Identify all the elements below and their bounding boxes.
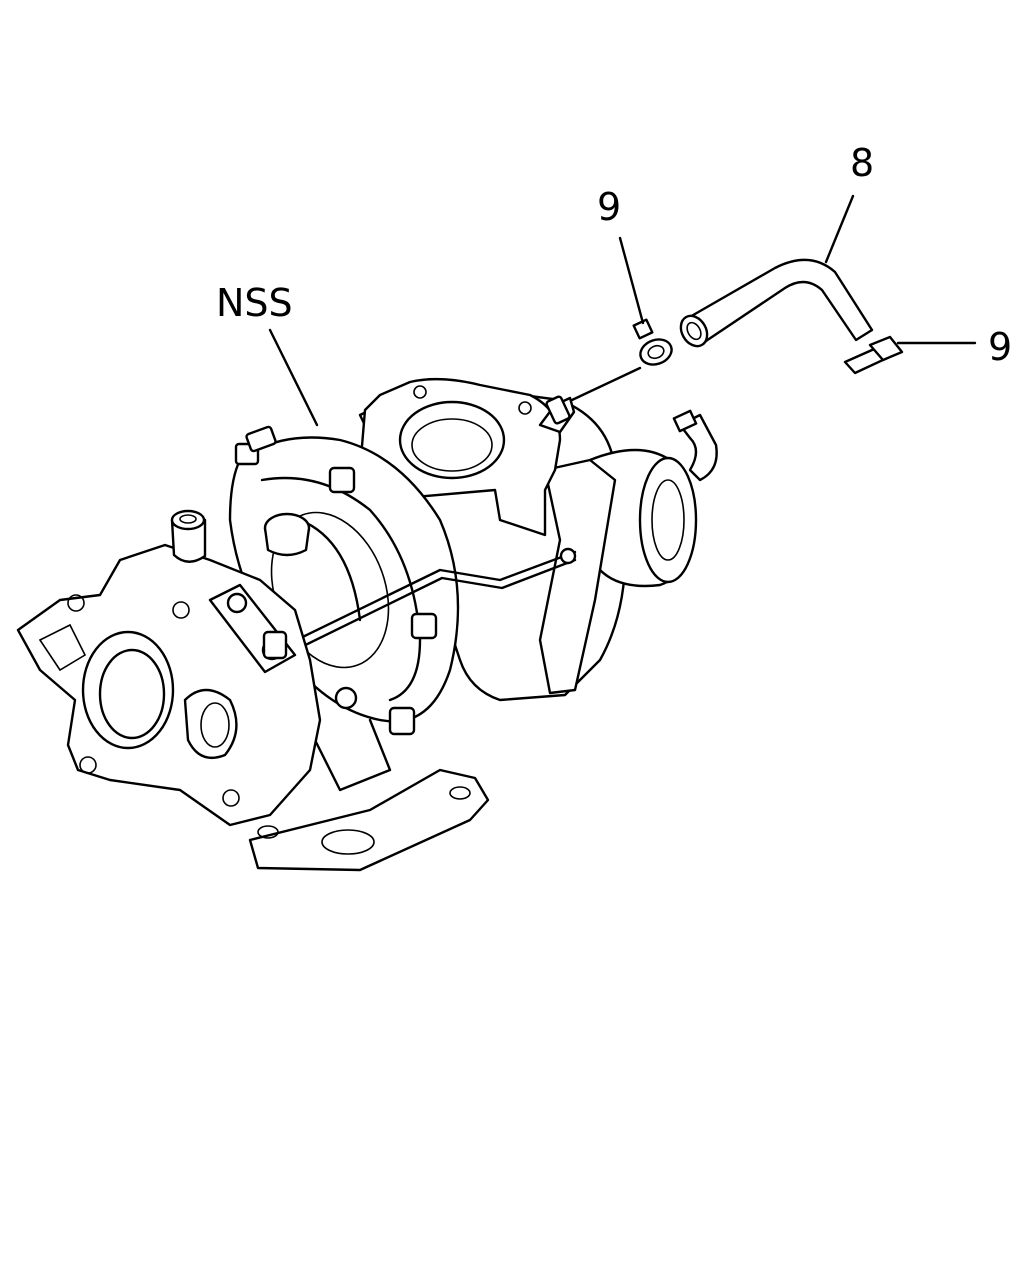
leader-nss bbox=[268, 328, 319, 427]
callout-clip-right: 9 bbox=[988, 325, 1012, 369]
callout-nss: NSS bbox=[216, 281, 293, 325]
callout-hose: 8 bbox=[850, 141, 874, 185]
hose-drawing bbox=[679, 258, 874, 348]
leader-hose bbox=[824, 194, 855, 264]
turbocharger-drawing bbox=[16, 377, 718, 872]
leader-clip-left bbox=[618, 236, 645, 325]
callout-clip-left: 9 bbox=[597, 185, 621, 229]
clip-left-drawing bbox=[632, 318, 673, 366]
clip-right-drawing bbox=[843, 335, 904, 375]
bolt-icon bbox=[234, 425, 438, 736]
